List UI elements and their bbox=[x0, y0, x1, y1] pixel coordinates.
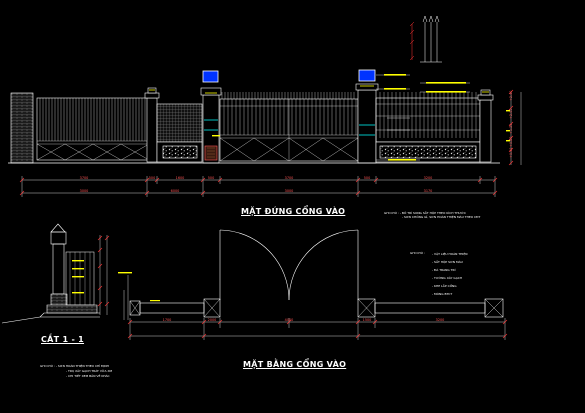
section-dim-marks bbox=[97, 235, 110, 307]
note-line: GHI CHÚ : - SƠN HOÀN THIỆN THEO CHỈ ĐỊNH bbox=[40, 364, 109, 368]
dim-text: 1600 bbox=[176, 176, 185, 180]
plan-yellow-marks bbox=[118, 272, 160, 302]
dim-text: 3700 bbox=[285, 176, 294, 180]
level-text: +2.00 bbox=[509, 109, 513, 119]
section-title: CẮT 1 - 1 bbox=[41, 335, 85, 344]
plan-dim-marks bbox=[127, 319, 508, 339]
plan-drawing bbox=[123, 229, 506, 340]
elevation-drawing bbox=[8, 83, 500, 164]
dim-text: 3000 bbox=[80, 189, 89, 193]
plan-dim-texts: 1700 2000 4000 1500 3200 bbox=[163, 318, 445, 322]
dim-text: 2000 bbox=[208, 318, 217, 322]
section-drawing bbox=[1, 223, 108, 324]
sign-plate-left bbox=[202, 70, 219, 83]
elevation-dimensions bbox=[19, 89, 522, 197]
dim-text: 3000 bbox=[285, 189, 294, 193]
pillar-accents bbox=[149, 85, 489, 136]
right-notes-header: GHI CHÚ : bbox=[410, 251, 425, 255]
dim-text: 1700 bbox=[163, 318, 172, 322]
dim-text: 4000 bbox=[285, 318, 294, 322]
note-line: GHI CHÚ : - BỐ TRÍ SONG SẮT HỘP THEO KÍC… bbox=[384, 211, 466, 215]
note-line: - TRỤ XÂY GẠCH TRÁT VỮA XM bbox=[66, 369, 113, 373]
dim-text: 500 bbox=[364, 176, 370, 180]
dim-text: 3170 bbox=[424, 189, 433, 193]
elevation-dim-texts: 3700 500 1600 500 3700 500 3200 3000 600… bbox=[80, 91, 513, 193]
note-line: - VẬT LIỆU HOÀN THIỆN bbox=[432, 252, 468, 256]
dim-text: 500 bbox=[208, 176, 214, 180]
note-line: - SƠN CHỐNG GỈ, SƠN HOÀN THIỆN MÀU THEO … bbox=[402, 215, 481, 219]
note-line: - ĐÁ TRANG TRÍ bbox=[432, 268, 456, 272]
dim-text: 500 bbox=[149, 176, 155, 180]
level-text: +2.40 bbox=[509, 91, 513, 101]
dim-text: 1500 bbox=[363, 318, 372, 322]
section-note: GHI CHÚ : - SƠN HOÀN THIỆN THEO CHỈ ĐỊNH… bbox=[40, 364, 112, 378]
level-text: +0.80 bbox=[509, 137, 513, 147]
note-line: - SẮT HỘP SƠN MÀU bbox=[432, 260, 463, 264]
spike-detail bbox=[409, 15, 442, 63]
dim-text: 6000 bbox=[171, 189, 180, 193]
note-line: - TƯỜNG XÂY GẠCH bbox=[432, 276, 463, 280]
note-line: - MÓNG BTCT bbox=[432, 292, 453, 296]
elevation-leader-dots bbox=[212, 74, 510, 161]
dim-text: 3200 bbox=[436, 318, 445, 322]
note-line: - CHI TIẾT XEM BẢN VẼ KHÁC bbox=[66, 374, 110, 378]
sign-plate-right bbox=[358, 69, 376, 82]
elevation-title: MẶT ĐỨNG CỔNG VÀO bbox=[241, 207, 346, 216]
note-line: - KHE LẮP CỔNG bbox=[432, 284, 457, 288]
elevation-note: GHI CHÚ : - BỐ TRÍ SONG SẮT HỘP THEO KÍC… bbox=[384, 211, 480, 219]
plan-title: MẶT BẰNG CỔNG VÀO bbox=[243, 360, 347, 369]
right-notes: GHI CHÚ : - VẬT LIỆU HOÀN THIỆN - SẮT HỘ… bbox=[410, 251, 467, 296]
dim-text: 3200 bbox=[424, 176, 433, 180]
section-leader-dots bbox=[72, 260, 84, 294]
dim-text: 3700 bbox=[80, 176, 89, 180]
level-text: +0.40 bbox=[509, 148, 513, 158]
level-text: +1.20 bbox=[509, 124, 513, 134]
